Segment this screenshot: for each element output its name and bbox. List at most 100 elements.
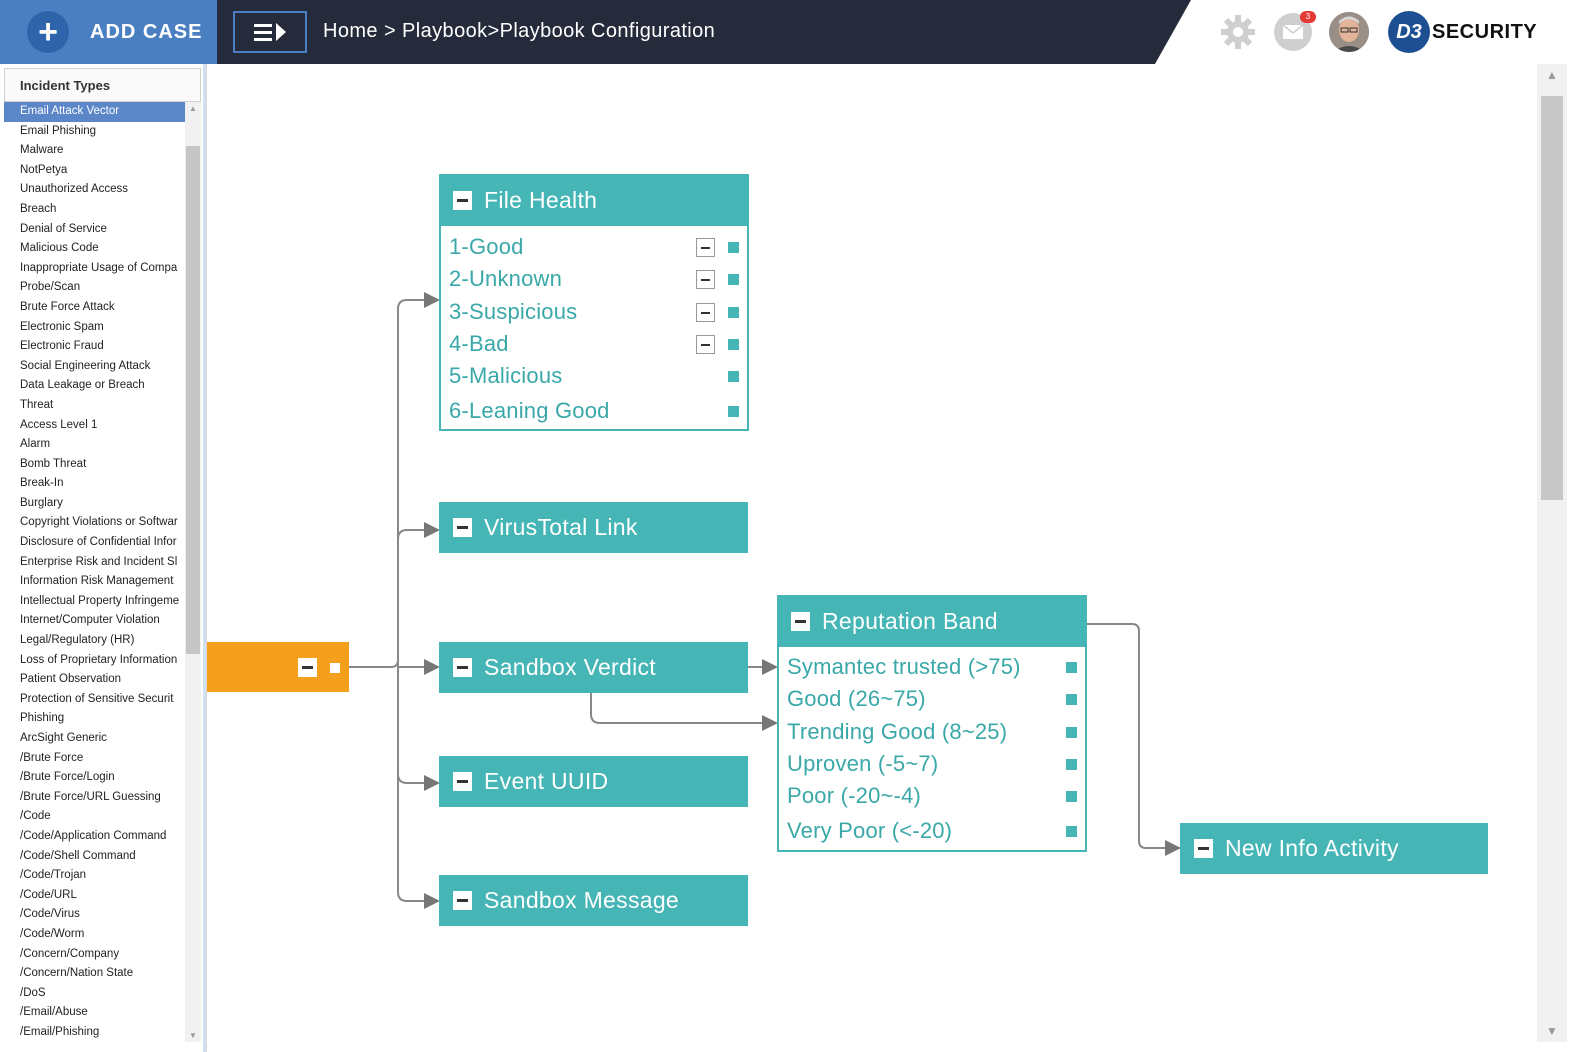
sandbox-message-node[interactable]: Sandbox Message <box>439 875 748 926</box>
collapse-icon[interactable] <box>453 891 472 910</box>
scroll-down-arrow-icon[interactable]: ▼ <box>1546 1024 1558 1038</box>
incident-type-item[interactable]: Email Attack Vector <box>4 102 185 122</box>
reputation-band-option[interactable]: Good (26~75) <box>787 683 1077 715</box>
reputation-band-option[interactable]: Poor (-20~-4) <box>787 780 1077 812</box>
incident-type-item[interactable]: Enterprise Risk and Incident Sl <box>20 555 178 568</box>
user-avatar-button[interactable] <box>1329 12 1369 52</box>
output-port[interactable] <box>1066 661 1077 673</box>
incident-type-item[interactable]: Electronic Spam <box>20 320 104 333</box>
incident-type-item[interactable]: /Email/Phishing <box>20 1025 100 1038</box>
virustotal-link-node[interactable]: VirusTotal Link <box>439 502 748 553</box>
incident-type-item[interactable]: Loss of Proprietary Information <box>20 653 178 666</box>
collapse-icon[interactable] <box>696 237 715 257</box>
sidebar-scrollbar[interactable]: ▲ ▼ <box>185 102 201 1042</box>
messages-button[interactable]: 3 <box>1273 11 1316 52</box>
file-health-option[interactable]: 2-Unknown <box>449 263 739 295</box>
file-health-option[interactable]: 4-Bad <box>449 328 739 360</box>
event-uuid-node[interactable]: Event UUID <box>439 756 748 807</box>
output-port[interactable] <box>1066 758 1077 770</box>
output-port[interactable] <box>1066 790 1077 802</box>
incident-type-item[interactable]: /Code/Shell Command <box>20 849 136 862</box>
incident-type-item[interactable]: /Code <box>20 810 51 823</box>
incident-type-item[interactable]: Copyright Violations or Softwar <box>20 516 178 529</box>
scroll-up-arrow-icon[interactable]: ▲ <box>189 104 197 113</box>
incident-type-item[interactable]: Internet/Computer Violation <box>20 614 160 627</box>
incident-type-item[interactable]: Inappropriate Usage of Compa <box>20 261 178 274</box>
new-info-activity-node[interactable]: New Info Activity <box>1180 823 1488 874</box>
collapse-icon[interactable] <box>453 518 472 537</box>
incident-type-item[interactable]: Protection of Sensitive Securit <box>20 692 174 705</box>
breadcrumb-home[interactable]: Home <box>323 20 378 42</box>
incident-type-item[interactable]: Information Risk Management <box>20 575 174 588</box>
incident-type-item[interactable]: Disclosure of Confidential Infor <box>20 536 177 549</box>
incident-type-item[interactable]: Social Engineering Attack <box>20 359 151 372</box>
file-health-header[interactable]: File Health <box>439 174 749 226</box>
sidebar-scroll-thumb[interactable] <box>186 146 200 654</box>
menu-toggle-button[interactable] <box>233 11 307 53</box>
incident-type-item[interactable]: /DoS <box>20 986 46 999</box>
incident-type-item[interactable]: /Code/Application Command <box>20 829 167 842</box>
collapse-icon[interactable] <box>298 658 317 677</box>
canvas-scrollbar[interactable]: ▲ ▼ <box>1537 64 1567 1042</box>
reputation-band-header[interactable]: Reputation Band <box>777 595 1087 647</box>
incident-type-item[interactable]: Data Leakage or Breach <box>20 379 145 392</box>
file-health-option[interactable]: 1-Good <box>449 231 739 263</box>
canvas-scroll-thumb[interactable] <box>1541 96 1563 500</box>
collapse-icon[interactable] <box>1194 839 1213 858</box>
incident-type-item[interactable]: Email Phishing <box>20 124 97 137</box>
reputation-band-option[interactable]: Trending Good (8~25) <box>787 716 1077 748</box>
collapse-icon[interactable] <box>453 658 472 677</box>
incident-type-item[interactable]: Phishing <box>20 712 65 725</box>
reputation-band-node[interactable]: Reputation Band Symantec trusted (>75) G… <box>777 595 1087 852</box>
reputation-band-option[interactable]: Uproven (-5~7) <box>787 748 1077 780</box>
output-port[interactable] <box>1066 693 1077 705</box>
output-port[interactable] <box>1066 726 1077 738</box>
incident-type-item[interactable]: /Concern/Nation State <box>20 967 134 980</box>
scroll-down-arrow-icon[interactable]: ▼ <box>189 1031 197 1040</box>
output-port[interactable] <box>728 370 739 382</box>
incident-type-item[interactable]: Intellectual Property Infringeme <box>20 594 180 607</box>
incident-type-item[interactable]: Threat <box>20 398 54 411</box>
incident-type-item[interactable]: NotPetya <box>20 163 68 176</box>
incident-type-item[interactable]: ArcSight Generic <box>20 732 107 744</box>
incident-type-item[interactable]: Malware <box>20 144 64 157</box>
file-health-option[interactable]: 3-Suspicious <box>449 296 739 328</box>
incident-type-item[interactable]: Brute Force Attack <box>20 300 115 313</box>
incident-type-item[interactable]: Burglary <box>20 496 63 509</box>
breadcrumb-current[interactable]: Playbook>Playbook Configuration <box>402 20 716 42</box>
output-port[interactable] <box>728 405 739 417</box>
incident-type-item[interactable]: Legal/Regulatory (HR) <box>20 634 135 647</box>
output-port[interactable] <box>1066 825 1077 837</box>
incident-type-item[interactable]: /Code/Trojan <box>20 869 87 882</box>
scroll-up-arrow-icon[interactable]: ▲ <box>1546 68 1558 82</box>
incident-type-item[interactable]: /Email/Abuse <box>20 1006 88 1019</box>
settings-button[interactable] <box>1218 12 1258 52</box>
collapse-icon[interactable] <box>696 334 715 354</box>
collapse-icon[interactable] <box>696 269 715 289</box>
output-port[interactable] <box>728 306 739 318</box>
reputation-band-option[interactable]: Very Poor (<-20) <box>787 815 1077 847</box>
incident-type-item[interactable]: Unauthorized Access <box>20 183 129 196</box>
collapse-icon[interactable] <box>453 772 472 791</box>
incident-type-item[interactable]: /Brute Force <box>20 751 84 764</box>
reputation-band-option[interactable]: Symantec trusted (>75) <box>787 651 1077 683</box>
incident-type-item[interactable]: /Code/URL <box>20 888 77 901</box>
incident-type-item[interactable]: Breach <box>20 202 57 215</box>
file-health-option[interactable]: 6-Leaning Good <box>449 395 739 427</box>
incident-type-item[interactable]: /Brute Force/URL Guessing <box>20 790 161 803</box>
sandbox-verdict-node[interactable]: Sandbox Verdict <box>439 642 748 693</box>
sidebar-resize-handle[interactable] <box>203 64 206 1052</box>
collapse-icon[interactable] <box>791 611 810 631</box>
output-port[interactable] <box>728 338 739 350</box>
file-health-node[interactable]: File Health 1-Good 2-Unknown 3-Suspiciou… <box>439 174 749 431</box>
output-port[interactable] <box>330 663 340 673</box>
incident-type-item[interactable]: /Code/Virus <box>20 908 80 921</box>
incident-type-item[interactable]: Alarm <box>20 438 51 451</box>
output-port[interactable] <box>728 241 739 253</box>
incident-type-item[interactable]: Access Level 1 <box>20 418 98 431</box>
incident-type-item[interactable]: Probe/Scan <box>20 281 81 294</box>
incident-type-item[interactable]: Denial of Service <box>20 222 107 235</box>
incident-type-item[interactable]: Bomb Threat <box>20 457 87 470</box>
incident-type-item[interactable]: Malicious Code <box>20 242 99 255</box>
incident-type-item[interactable]: Break-In <box>20 477 64 490</box>
